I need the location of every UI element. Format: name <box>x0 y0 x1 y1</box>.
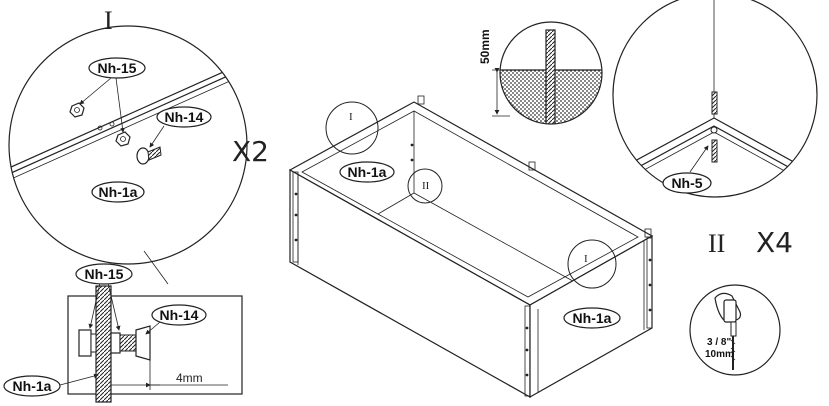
detail-I-title: I <box>104 6 113 35</box>
detail-I-circle <box>8 25 248 265</box>
nut-icon <box>115 131 131 147</box>
svg-text:Nh-1a: Nh-1a <box>348 164 387 180</box>
box-marker-I: I <box>325 101 379 155</box>
detail-II-multiplier: X4 <box>756 226 793 259</box>
stake-icon <box>711 139 718 163</box>
svg-text:Nh-1a: Nh-1a <box>573 310 612 326</box>
detail-I-multiplier: X2 <box>232 135 269 168</box>
part-label-panel-section: Nh-1a <box>3 375 61 397</box>
detail-II: Nh-5 II X4 <box>612 0 818 259</box>
drill-detail: 3 / 8" 10mm <box>689 284 781 376</box>
box-marker-I-right: I <box>567 239 617 289</box>
part-label-screw-section: Nh-14 <box>151 304 207 326</box>
box-marker-II: II <box>407 168 443 204</box>
nut-section-icon <box>78 329 92 357</box>
box-label-front: Nh-1a <box>563 307 621 329</box>
svg-text:Nh-1a: Nh-1a <box>99 184 138 200</box>
svg-text:Nh-1a: Nh-1a <box>13 378 52 394</box>
part-label-bolt: Nh-15 <box>88 57 146 79</box>
part-label-stake: Nh-5 <box>662 172 712 194</box>
svg-text:Nh-5: Nh-5 <box>671 175 702 191</box>
stake-icon <box>545 29 556 124</box>
section-view: 4mm Nh-15 Nh-14 Nh-1a <box>3 263 243 403</box>
raised-bed-box: I II I Nh-1a Nh-1a <box>288 95 654 399</box>
detail-I-rail <box>9 59 247 185</box>
panel-section <box>95 285 112 403</box>
screw-shank-icon <box>110 332 121 354</box>
svg-text:Nh-14: Nh-14 <box>165 109 204 125</box>
part-label-screw: Nh-14 <box>156 106 212 128</box>
stake-icon <box>711 91 718 115</box>
svg-text:Nh-15: Nh-15 <box>98 60 137 76</box>
part-label-bolt-section: Nh-15 <box>75 263 133 285</box>
box-label-left: Nh-1a <box>339 161 395 183</box>
part-label-panel: Nh-1a <box>91 181 145 203</box>
svg-text:I: I <box>584 253 588 265</box>
svg-text:Nh-15: Nh-15 <box>85 266 124 282</box>
svg-text:Nh-14: Nh-14 <box>160 307 199 323</box>
detail-I: I Nh-15 <box>8 6 269 265</box>
svg-text:I: I <box>349 111 353 123</box>
drill-size-metric: 10mm <box>705 349 734 360</box>
detail-connector <box>143 250 169 285</box>
detail-II-circle <box>612 0 818 198</box>
drill-icon <box>714 292 742 370</box>
detail-II-title: II <box>708 229 725 258</box>
screw-icon <box>136 146 162 165</box>
svg-text:II: II <box>422 180 430 192</box>
ground-detail: 50mm <box>478 21 603 125</box>
nut-icon <box>69 102 85 118</box>
drill-size-imperial: 3 / 8" <box>707 337 731 348</box>
depth-dimension: 50mm <box>478 29 492 64</box>
section-frame <box>67 295 243 395</box>
screw-head-icon <box>135 325 151 361</box>
gap-dimension: 4mm <box>176 371 203 385</box>
